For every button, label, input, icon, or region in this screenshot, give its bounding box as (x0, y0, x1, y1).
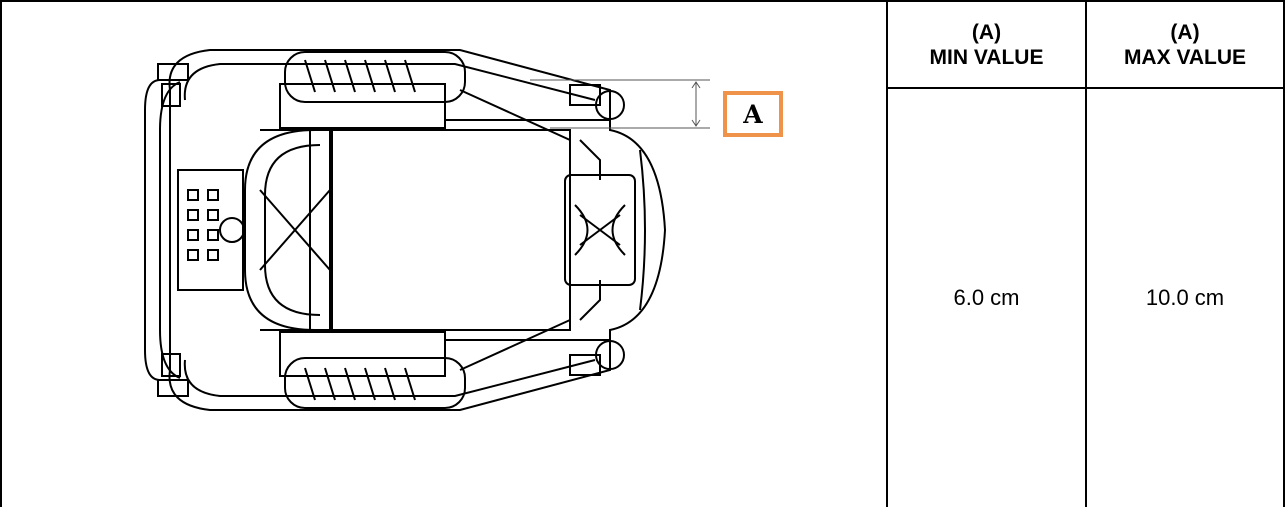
table-border-right (1283, 0, 1285, 507)
table-border-left (0, 0, 2, 507)
table-header-divider (886, 87, 1285, 89)
min-header-line2: MIN VALUE (929, 45, 1044, 69)
min-header-line1: (A) (971, 20, 1002, 44)
min-value-cell: 6.0 cm (953, 285, 1020, 310)
dimension-a-label: A (723, 91, 783, 137)
max-value-cell: 10.0 cm (1145, 285, 1225, 310)
max-header-line2: MAX VALUE (1123, 45, 1247, 69)
max-value-header: (A) MAX VALUE (1087, 2, 1283, 87)
max-header-line1: (A) (1170, 20, 1200, 44)
min-value-header: (A) MIN VALUE (888, 2, 1085, 87)
chassis-top-view-drawing (144, 49, 710, 411)
table-border-top (0, 0, 1285, 2)
table-divider-values (1085, 0, 1087, 507)
table-divider-drawing (886, 0, 888, 507)
